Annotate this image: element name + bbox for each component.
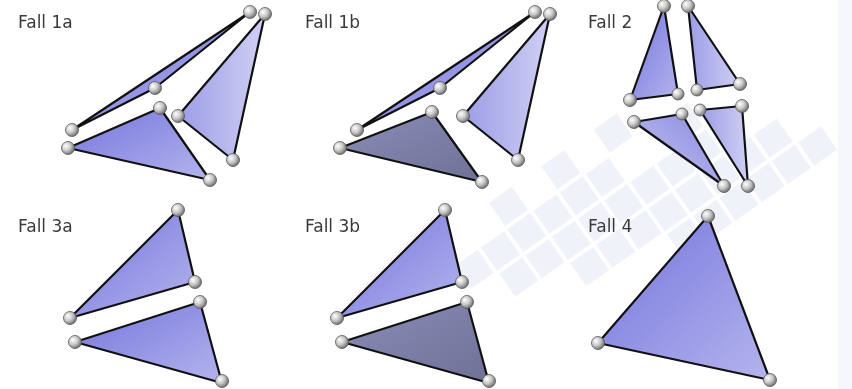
vertex-balls bbox=[62, 0, 777, 388]
figure-1b bbox=[340, 12, 550, 182]
background-pattern bbox=[435, 0, 852, 389]
case-label: Fall 3b bbox=[305, 216, 360, 236]
case-label: Fall 3a bbox=[18, 216, 73, 236]
figure-3a bbox=[70, 210, 222, 383]
case-label: Fall 1a bbox=[18, 12, 73, 32]
figure-2 bbox=[630, 6, 748, 186]
case-label: Fall 1b bbox=[305, 12, 360, 32]
case-label: Fall 4 bbox=[588, 216, 632, 236]
case-label: Fall 2 bbox=[588, 12, 632, 32]
figure-1a bbox=[68, 12, 265, 180]
figure-4 bbox=[598, 216, 770, 380]
